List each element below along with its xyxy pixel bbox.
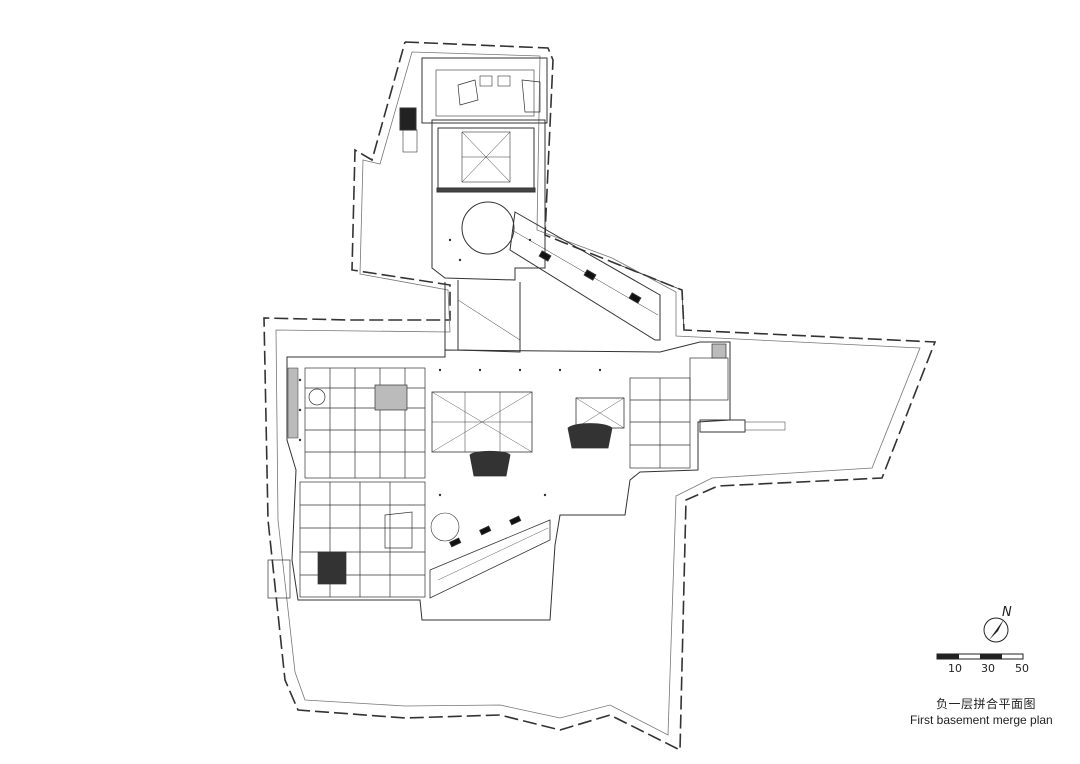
- scale-tick-10: 10: [948, 662, 962, 675]
- central-link: [444, 280, 521, 353]
- site-boundary: [263, 41, 937, 752]
- caption-english: First basement merge plan: [910, 713, 1053, 727]
- diagonal-corridor: [509, 211, 685, 341]
- main-basement: [267, 238, 731, 621]
- north-arrow-icon: [983, 617, 1009, 643]
- scale-tick-50: 50: [1015, 662, 1029, 675]
- caption-chinese: 负一层拼合平面图: [936, 697, 1037, 711]
- north-wing: [399, 57, 548, 281]
- scale-bar: [936, 653, 1024, 660]
- north-label: N: [1002, 605, 1012, 620]
- east-wing: [287, 367, 786, 439]
- perimeter-road: [275, 51, 921, 736]
- scale-tick-30: 30: [981, 662, 995, 675]
